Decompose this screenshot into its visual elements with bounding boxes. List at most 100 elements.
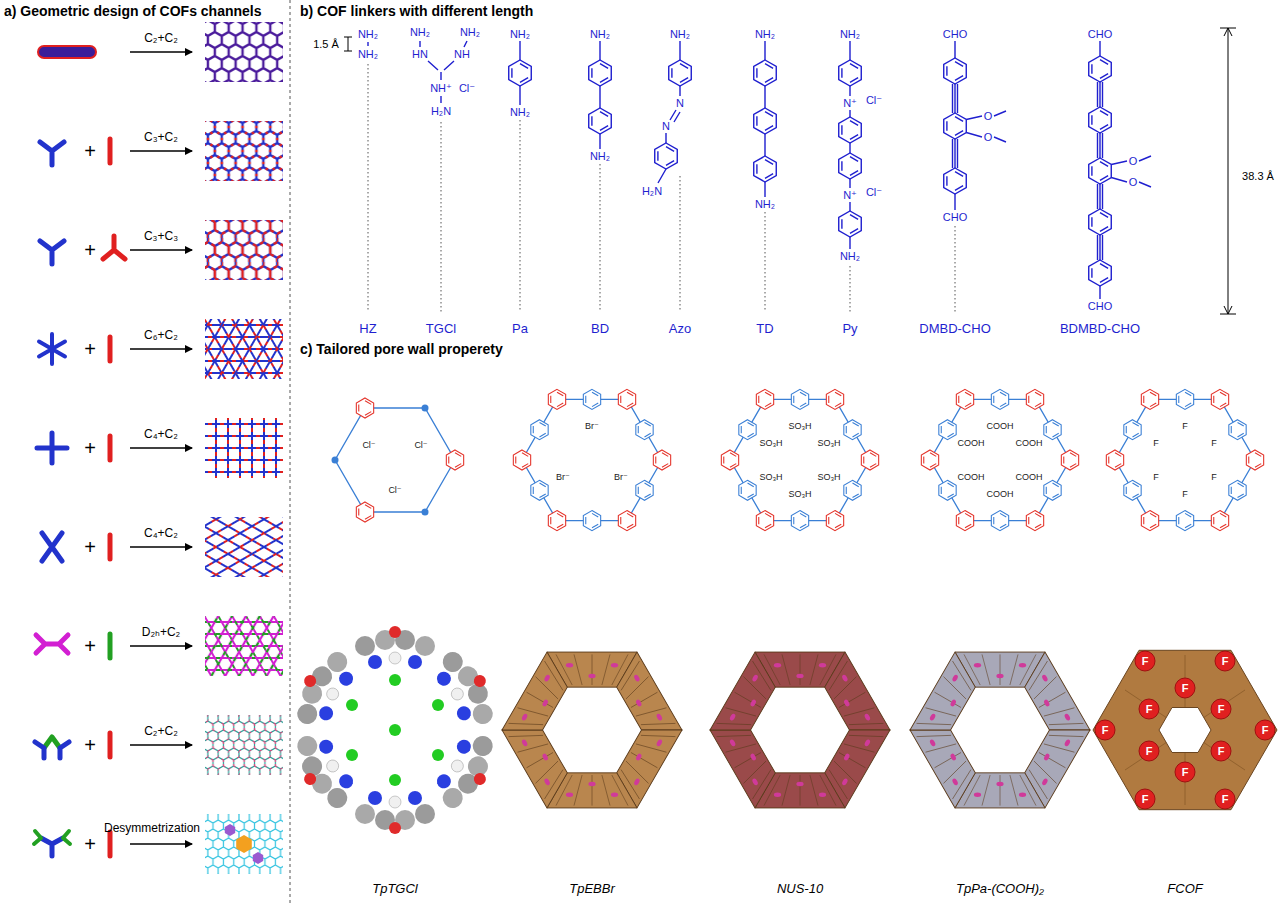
- arrow-label: C₆+C₂: [144, 329, 178, 341]
- substituent-label: SO₃H: [759, 473, 782, 482]
- atom-label: O: [984, 111, 993, 122]
- substituent-label: COOH: [987, 490, 1014, 499]
- atom-label: N⁺: [843, 98, 857, 109]
- substituent-label: SO₃H: [788, 422, 811, 431]
- plus-sign: +: [84, 636, 96, 656]
- substituent-label: SO₃H: [788, 490, 811, 499]
- atom-label: N: [662, 121, 670, 132]
- substituent-label: SO₃H: [817, 439, 840, 448]
- substituent-label: COOH: [958, 439, 985, 448]
- linker-name: BD: [591, 322, 609, 335]
- atom-label: NH₂: [510, 107, 530, 118]
- substituent-label: COOH: [1016, 439, 1043, 448]
- fluorine-label: F: [1182, 683, 1189, 694]
- atom-label: NH₂: [755, 199, 775, 210]
- fluorine-label: F: [1218, 746, 1225, 757]
- substituent-label: F: [1211, 473, 1217, 482]
- arrow-label: C₂+C₂: [144, 725, 178, 737]
- linker-name: Azo: [669, 322, 691, 335]
- linker-structures: [344, 28, 1236, 314]
- linker-name: TD: [756, 322, 773, 335]
- substituent-label: SO₃H: [817, 473, 840, 482]
- atom-label: O: [1129, 177, 1138, 188]
- atom-label: Cl⁻: [459, 83, 475, 94]
- fluorine-label: F: [1142, 656, 1149, 667]
- pore-name: TpTGCl: [372, 882, 418, 895]
- atom-label: NH⁺: [430, 83, 452, 94]
- substituent-label: F: [1211, 439, 1217, 448]
- plus-sign: +: [84, 834, 96, 854]
- atom-label: Cl⁻: [866, 187, 882, 198]
- fluorine-label: F: [1142, 794, 1149, 805]
- dimension-label: 38.3 Å: [1242, 171, 1274, 182]
- linker-name: Py: [842, 322, 857, 335]
- atom-label: N: [676, 98, 684, 109]
- substituent-label: Br⁻: [585, 422, 599, 431]
- atom-label: O: [984, 132, 993, 143]
- substituent-label: F: [1153, 439, 1159, 448]
- arrow-label: C₃+C₃: [144, 230, 178, 242]
- atom-label: NH₂: [755, 29, 775, 40]
- pore-name: NUS-10: [777, 882, 823, 895]
- arrow-label: C₄+C₂: [144, 527, 178, 539]
- substituent-label: F: [1182, 490, 1188, 499]
- atom-label: NH₂: [460, 27, 480, 38]
- plus-sign: +: [84, 339, 96, 359]
- fluorine-label: F: [1102, 725, 1109, 736]
- substituent-label: Cl⁻: [362, 441, 375, 450]
- atom-label: NH₂: [840, 251, 860, 262]
- substituent-label: Cl⁻: [414, 441, 427, 450]
- atom-label: NH₂: [358, 49, 378, 60]
- plus-sign: +: [84, 240, 96, 260]
- panel-heading: a) Geometric design of COFs channels: [4, 4, 262, 18]
- atom-label: NH₂: [410, 27, 430, 38]
- atom-label: H₂N: [642, 186, 662, 197]
- atom-label: NH₂: [840, 29, 860, 40]
- atom-label: CHO: [943, 29, 967, 40]
- fluorine-label: F: [1222, 794, 1229, 805]
- lattice-rows: [34, 22, 283, 874]
- atom-label: H₂N: [431, 106, 451, 117]
- substituent-label: Cl⁻: [388, 486, 401, 495]
- atom-label: Cl⁻: [866, 95, 882, 106]
- fluorine-label: F: [1218, 704, 1225, 715]
- linker-name: HZ: [359, 322, 376, 335]
- atom-label: NH₂: [590, 151, 610, 162]
- linker-name: DMBD-CHO: [919, 322, 991, 335]
- fluorine-label: F: [1146, 704, 1153, 715]
- substituent-label: SO₃H: [759, 439, 782, 448]
- substituent-label: Br⁻: [556, 473, 570, 482]
- linker-name: TGCl: [426, 322, 456, 335]
- panel-heading: b) COF linkers with different length: [300, 4, 533, 18]
- pore-name: TpEBBr: [569, 882, 615, 895]
- fluorine-label: F: [1182, 767, 1189, 778]
- substituent-label: COOH: [1016, 473, 1043, 482]
- pore-renderings: [285, 626, 1277, 834]
- atom-label: HN: [412, 49, 428, 60]
- linker-name: Pa: [512, 322, 528, 335]
- substituent-label: COOH: [987, 422, 1014, 431]
- atom-label: N⁺: [843, 190, 857, 201]
- substituent-label: COOH: [958, 473, 985, 482]
- pore-structures: [332, 389, 1264, 530]
- linker-name: BDMBD-CHO: [1060, 322, 1140, 335]
- pore-name: TpPa-(COOH)₂: [956, 882, 1044, 895]
- atom-label: NH₂: [590, 29, 610, 40]
- fluorine-label: F: [1146, 746, 1153, 757]
- arrow-label: C₂+C₂: [144, 32, 178, 44]
- atom-label: NH₂: [510, 29, 530, 40]
- substituent-label: F: [1153, 473, 1159, 482]
- substituent-label: F: [1182, 422, 1188, 431]
- substituent-label: Br⁻: [614, 473, 628, 482]
- atom-label: NH₂: [670, 29, 690, 40]
- pore-name: FCOF: [1167, 882, 1202, 895]
- dimension-label: 1.5 Å: [313, 39, 339, 50]
- atom-label: CHO: [943, 212, 967, 223]
- panel-heading: c) Tailored pore wall properety: [300, 342, 503, 356]
- panel-divider: [290, 0, 291, 904]
- atom-label: CHO: [1088, 29, 1112, 40]
- plus-sign: +: [84, 141, 96, 161]
- atom-label: CHO: [1088, 301, 1112, 312]
- atom-label: NH: [454, 49, 470, 60]
